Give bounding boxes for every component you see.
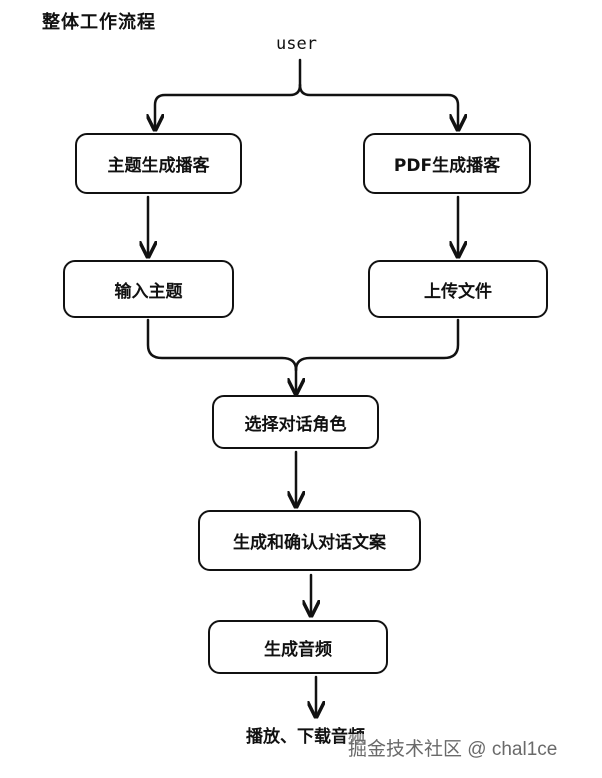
node-generate-audio: 生成音频	[208, 620, 388, 674]
watermark: 掘金技术社区 @ chal1ce	[348, 734, 558, 761]
end-node: 播放、下载音频	[246, 727, 365, 747]
node-generate-script: 生成和确认对话文案	[198, 510, 421, 571]
branch-right-arrow	[298, 83, 458, 128]
node-upload-file: 上传文件	[368, 260, 548, 318]
diagram-title: 整体工作流程	[42, 12, 156, 33]
merge-left-connector	[146, 318, 298, 372]
node-input-topic: 输入主题	[63, 260, 234, 318]
node-pdf-podcast: PDF生成播客	[363, 133, 531, 194]
branch-left-arrow	[155, 83, 302, 128]
node-topic-podcast: 主题生成播客	[75, 133, 242, 194]
user-node: user	[276, 34, 317, 54]
node-choose-roles: 选择对话角色	[212, 395, 379, 449]
merge-right-connector	[294, 318, 460, 372]
